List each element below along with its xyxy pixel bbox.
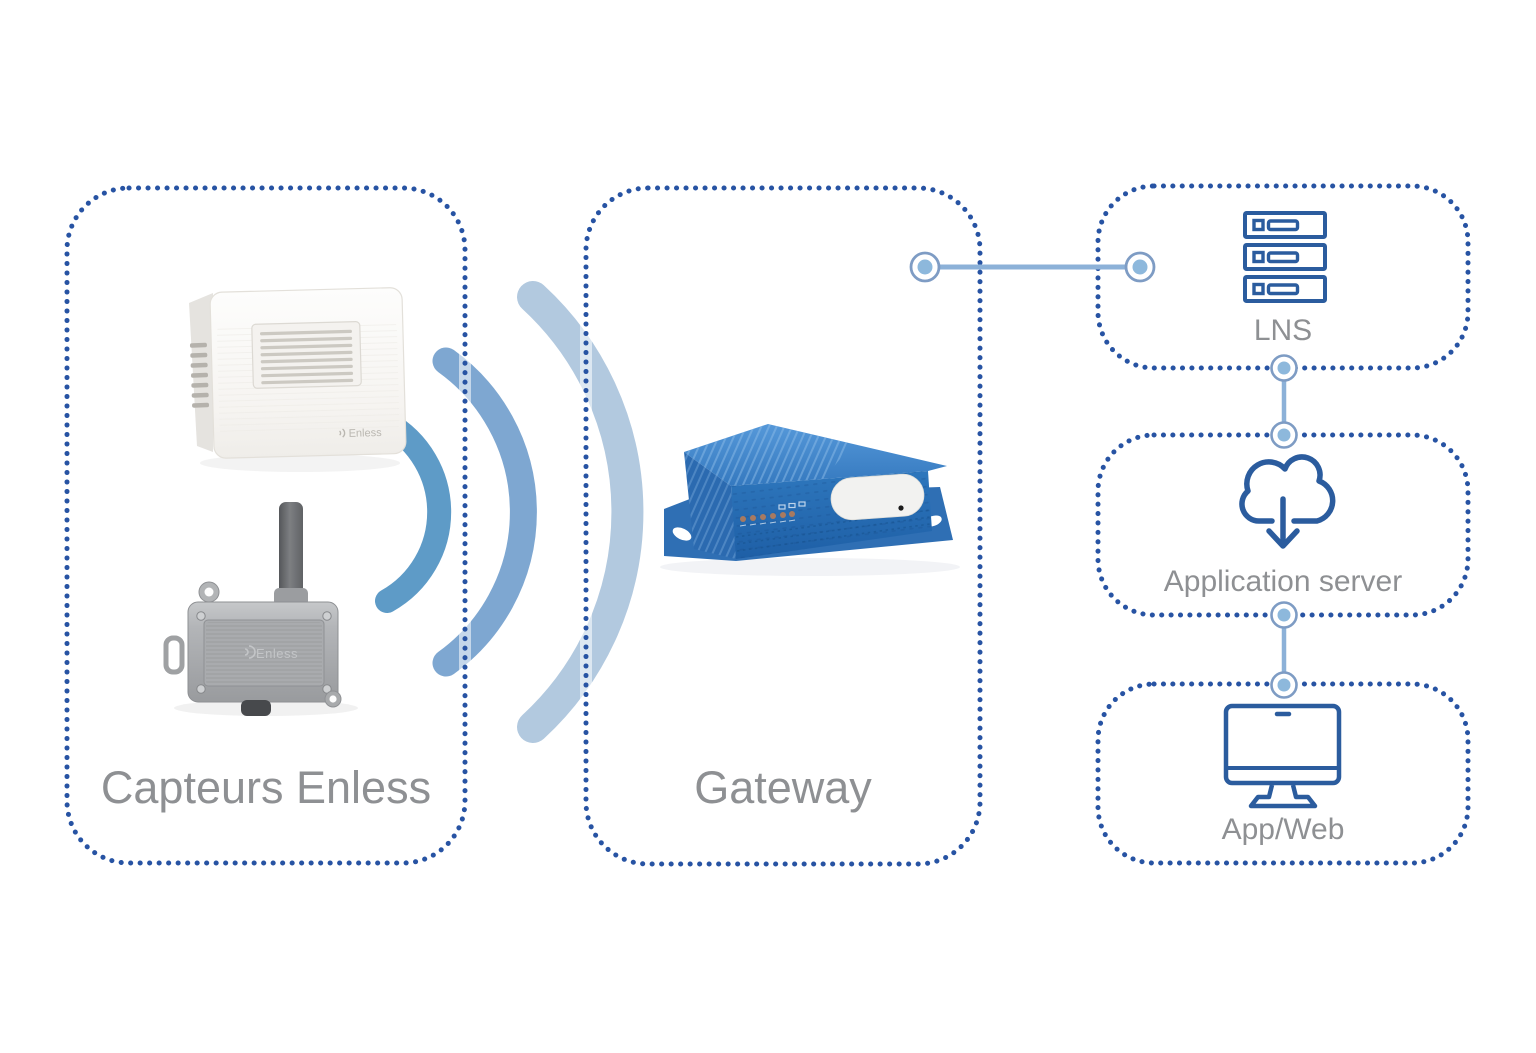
gateway-label: Gateway [694,762,872,813]
app-web-label: App/Web [1221,813,1345,846]
gateway-lns-link [909,251,1156,283]
appserver-appweb-link [1270,601,1298,699]
cloud-download-icon [1239,454,1336,549]
status-leds [740,511,795,522]
side-vent-slots [189,342,210,408]
enless-embossed-logo-text: Enless [256,646,298,661]
enless-logo-icon [339,428,346,438]
lns-appserver-link [1270,354,1298,449]
antenna [279,502,303,597]
link-endpoint-dot [1270,671,1298,699]
gateway-box [580,182,986,870]
link-endpoint-dot [1124,251,1156,283]
indoor-sensor-image: Enless [189,287,407,472]
mount-lug-bottom [324,690,342,708]
mount-lug-top [198,581,220,603]
wifi-waves-icon [375,281,644,743]
link-endpoint-dot [1270,354,1298,382]
corner-screws [196,611,332,694]
sensors-box [61,182,471,869]
side-clip [163,635,185,675]
outdoor-sensor-image: Enless [163,502,358,716]
application-server-label: Application server [1163,565,1403,598]
link-endpoint-dot [1270,601,1298,629]
desktop-monitor-icon [1223,703,1342,809]
link-endpoint-dot [909,251,941,283]
sensors-label: Capteurs Enless [100,762,432,813]
lns-label: LNS [1253,314,1313,347]
bottom-connector [241,700,271,716]
enless-logo-text: Enless [348,427,382,440]
gateway-label-plate [830,473,925,521]
server-stack-icon [1243,211,1327,303]
link-endpoint-dot [1270,421,1298,449]
enless-embossed-logo-icon [244,645,256,659]
gateway-device-image [660,424,960,576]
reset-button [898,505,904,511]
